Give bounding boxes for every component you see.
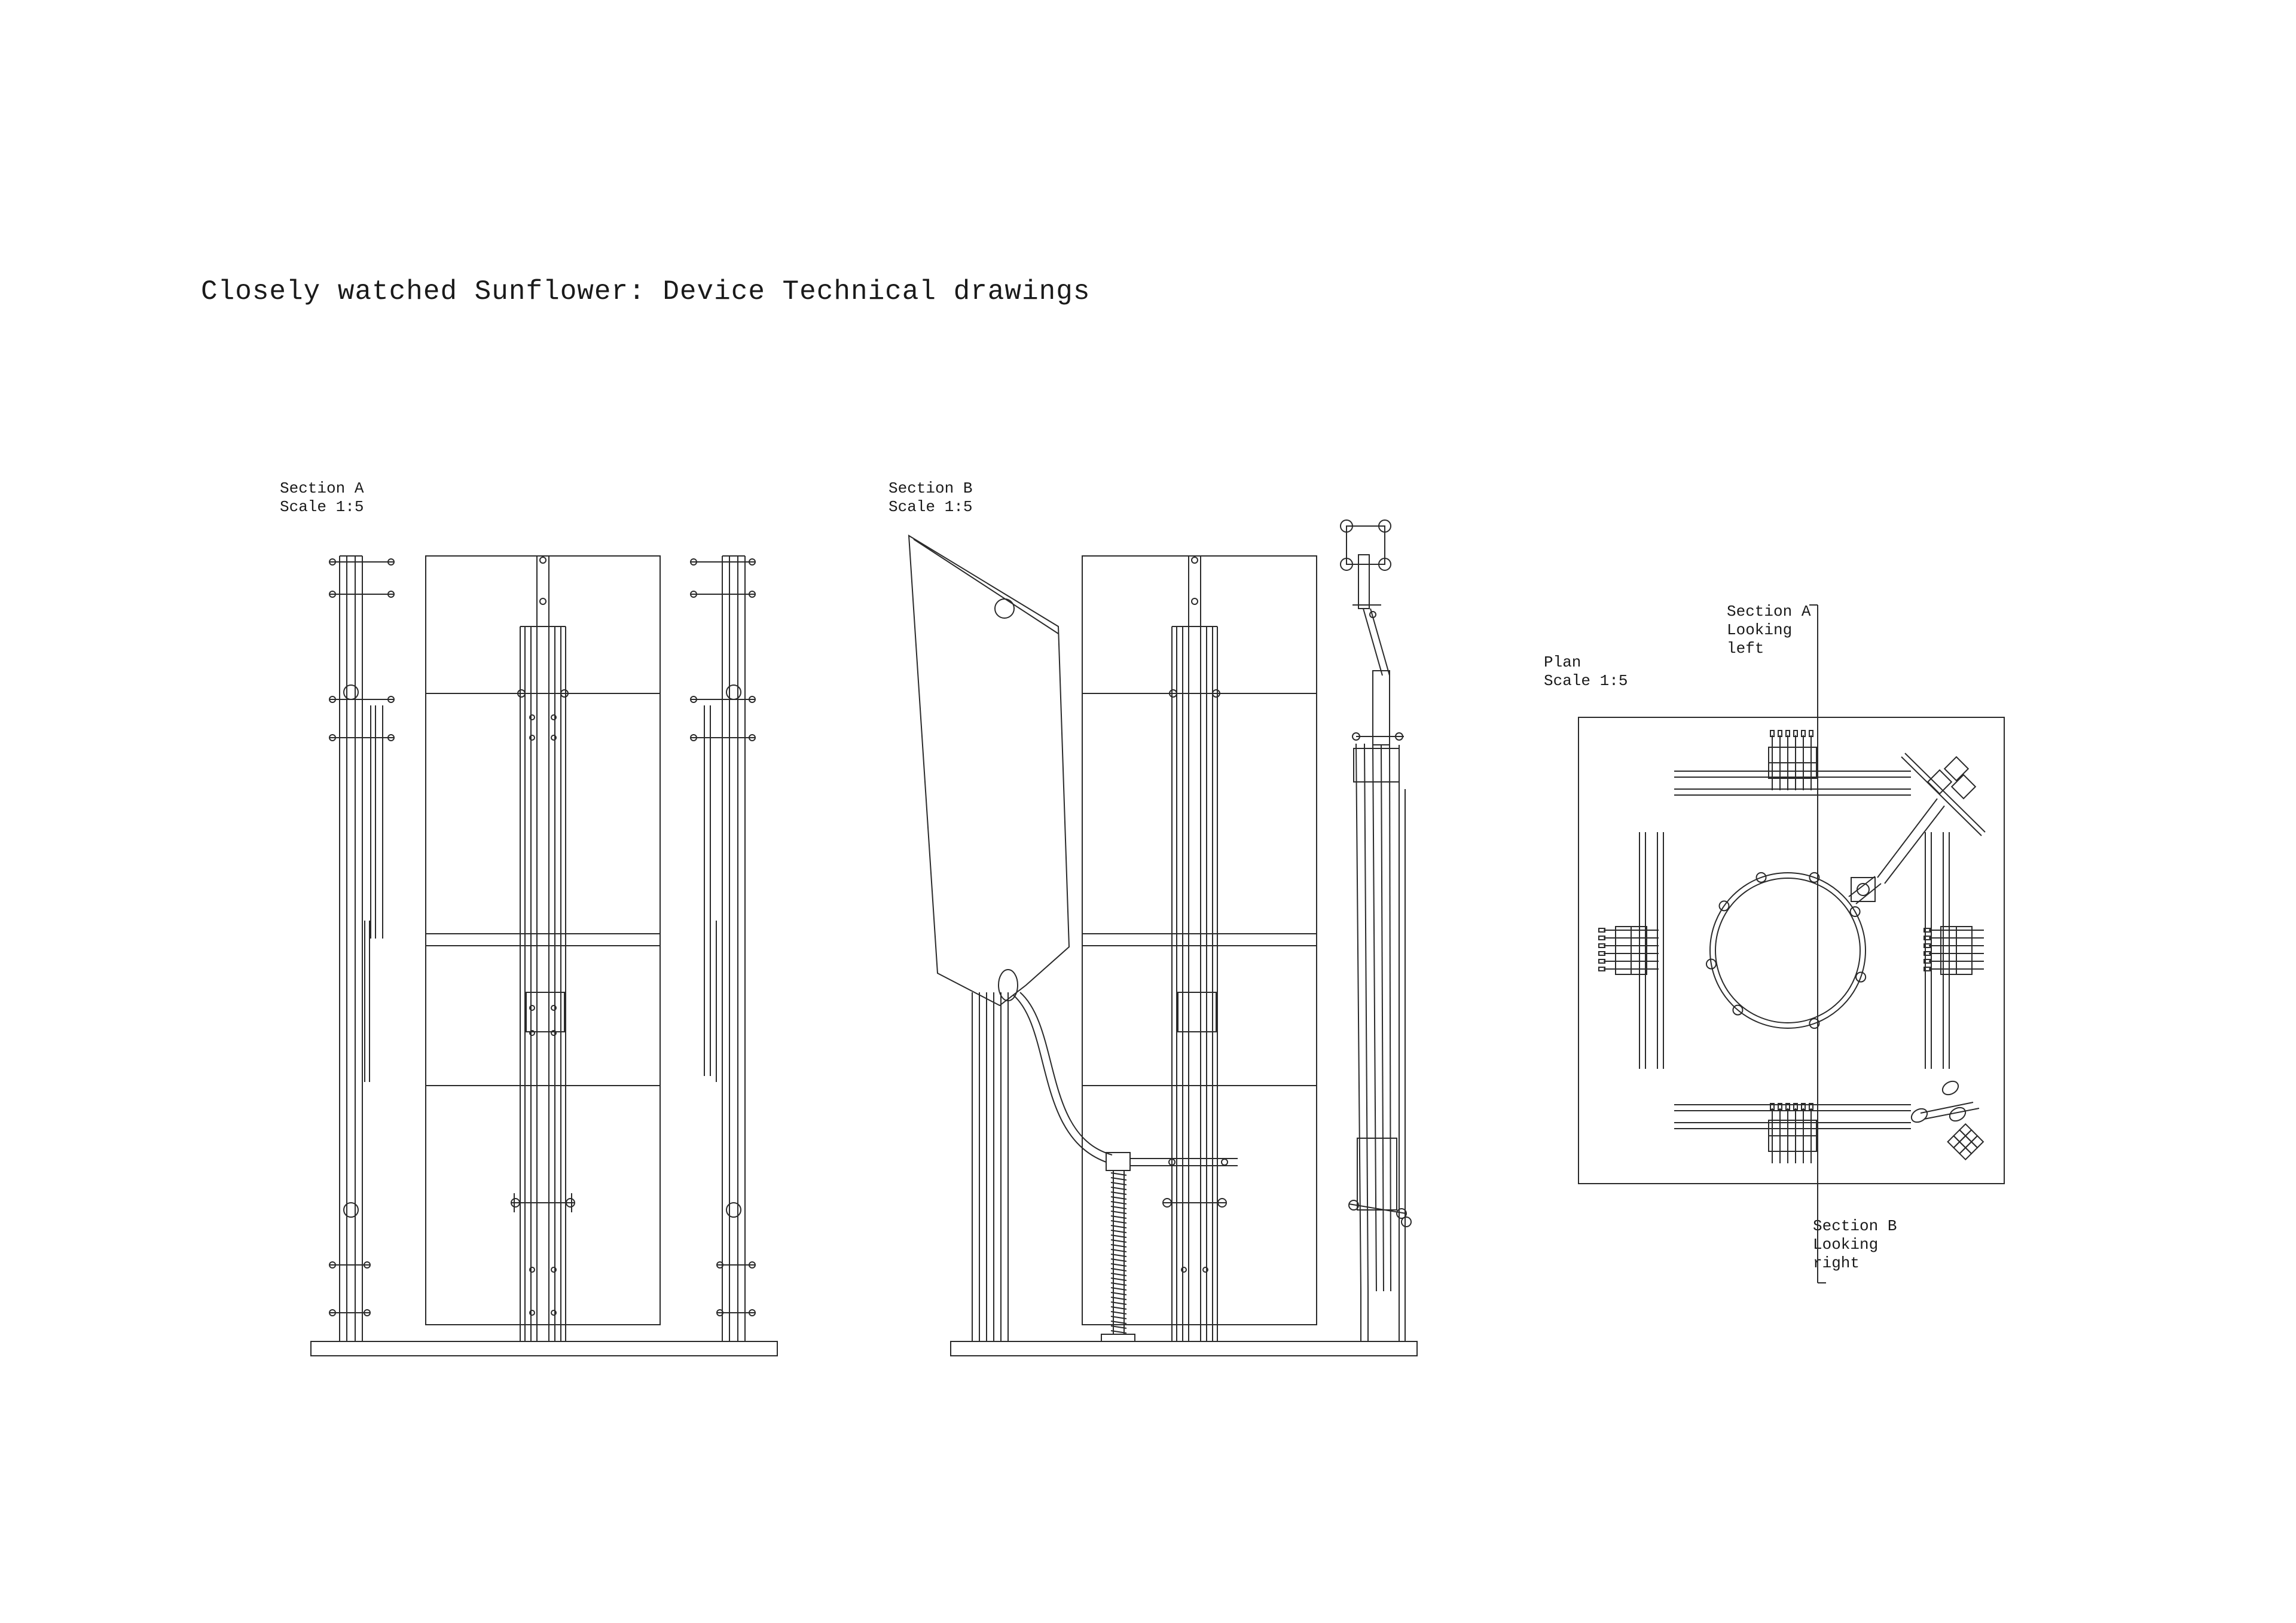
section-a-left-post	[329, 556, 394, 1341]
plan-label: Plan	[1544, 653, 1581, 671]
section-b-base-plate	[951, 1341, 1417, 1356]
section-a-scale: Scale 1:5	[280, 498, 364, 516]
section-b-scale: Scale 1:5	[889, 498, 973, 516]
plan-drawing	[1578, 605, 2004, 1283]
section-b-lead-screw	[1101, 1170, 1135, 1341]
plan-ring	[1706, 873, 1866, 1028]
drawing-title: Closely watched Sunflower: Device Techni…	[201, 276, 1091, 307]
section-a-back-panel	[426, 556, 660, 1325]
plan-sensor-arm	[1849, 753, 1985, 904]
section-a-base-plate	[311, 1341, 777, 1356]
section-b-sensor-mast	[1341, 520, 1411, 1341]
section-b-back-panel	[1082, 556, 1317, 1325]
plan-top-rail	[1674, 730, 1911, 795]
section-b-reflector-panel	[909, 536, 1069, 1005]
plan-bottom-rail	[1674, 1104, 1911, 1163]
section-b-cable-outer	[1020, 992, 1112, 1155]
plan-marker-b-line2: right	[1813, 1254, 1860, 1272]
section-a-right-post	[691, 556, 755, 1341]
plan-corner-sensor	[1910, 1080, 1983, 1159]
section-b-label: Section B	[889, 479, 973, 497]
plan-left-rail	[1599, 832, 1663, 1069]
plan-base-square	[1578, 717, 2004, 1184]
section-b-cable	[1013, 995, 1106, 1162]
plan-marker-a-label: Section A	[1727, 603, 1811, 621]
section-b-drawing	[909, 520, 1417, 1356]
section-a-label: Section A	[280, 479, 364, 497]
section-a-drawing	[311, 556, 777, 1356]
section-b-central-rods	[1163, 556, 1226, 1341]
plan-right-rail	[1924, 832, 1984, 1069]
section-a-central-rods	[511, 556, 575, 1341]
plan-marker-b-label: Section B	[1813, 1217, 1897, 1235]
plan-scale: Scale 1:5	[1544, 672, 1628, 690]
section-b-threaded-arm	[1106, 1153, 1238, 1170]
plan-marker-b-line1: Looking	[1813, 1236, 1879, 1254]
plan-marker-a-line1: Looking	[1727, 621, 1793, 639]
section-b-support-rods	[972, 992, 1008, 1341]
plan-marker-a-line2: left	[1727, 640, 1764, 658]
